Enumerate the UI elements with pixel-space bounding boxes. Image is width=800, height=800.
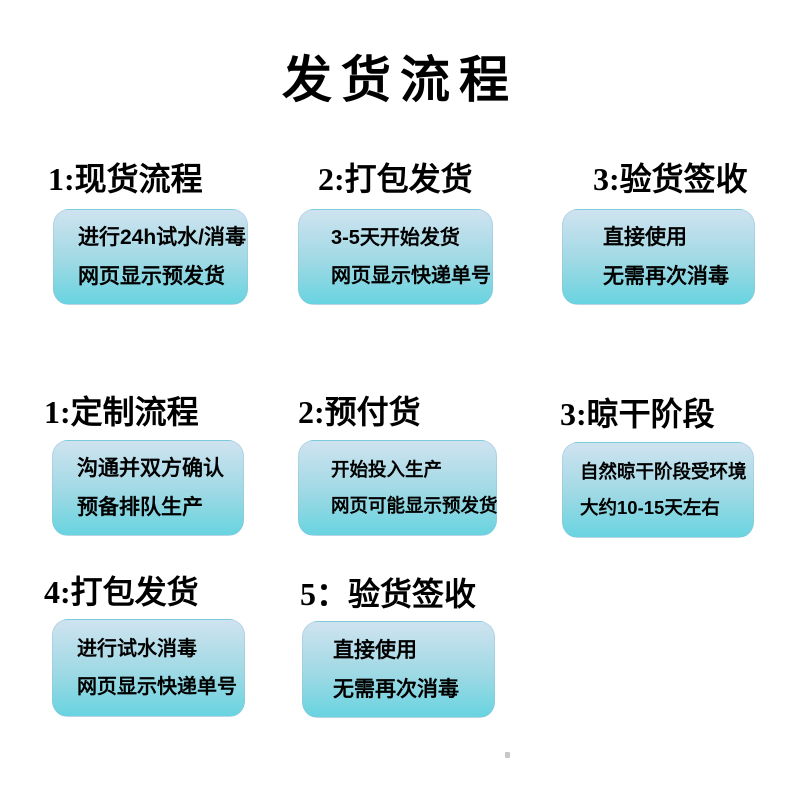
process-step-line: 进行试水消毒 bbox=[77, 638, 197, 660]
process-step-line: 进行24h试水/消毒 bbox=[78, 226, 247, 249]
section-inspect-sign: 3:验货签收 直接使用 无需再次消毒 bbox=[562, 161, 755, 305]
process-box: 进行试水消毒 网页显示快递单号 bbox=[52, 619, 245, 717]
section-header: 5：验货签收 bbox=[300, 576, 477, 612]
process-step-line: 无需再次消毒 bbox=[603, 265, 729, 288]
process-box: 进行24h试水/消毒 网页显示预发货 bbox=[53, 209, 248, 305]
process-step-line: 预备排队生产 bbox=[77, 496, 203, 519]
process-step-line: 3-5天开始发货 bbox=[331, 227, 460, 249]
section-header: 3:验货签收 bbox=[593, 161, 748, 197]
section-header: 2:打包发货 bbox=[318, 161, 473, 197]
process-box: 直接使用 无需再次消毒 bbox=[302, 621, 495, 718]
process-box: 沟通并双方确认 预备排队生产 bbox=[52, 440, 244, 536]
section-pack-ship-2: 4:打包发货 进行试水消毒 网页显示快递单号 bbox=[44, 574, 245, 717]
process-step-line: 网页显示预发货 bbox=[78, 265, 225, 288]
process-box: 开始投入生产 网页可能显示预发货 bbox=[298, 440, 498, 536]
process-step-line: 网页显示快递单号 bbox=[77, 676, 237, 698]
section-header: 2:预付货 bbox=[298, 394, 421, 430]
section-spot-goods-flow: 1:现货流程 进行24h试水/消毒 网页显示预发货 bbox=[48, 161, 248, 305]
section-inspect-sign-2: 5：验货签收 直接使用 无需再次消毒 bbox=[300, 576, 495, 718]
process-box: 自然晾干阶段受环境 大约10-15天左右 bbox=[562, 442, 754, 538]
section-header: 4:打包发货 bbox=[44, 574, 199, 610]
section-header: 1:现货流程 bbox=[48, 161, 203, 197]
stray-mark bbox=[505, 752, 510, 758]
section-custom-flow: 1:定制流程 沟通并双方确认 预备排队生产 bbox=[44, 394, 244, 536]
page-title: 发货流程 bbox=[282, 52, 518, 108]
process-step-line: 沟通并双方确认 bbox=[77, 457, 224, 480]
section-pack-ship: 2:打包发货 3-5天开始发货 网页显示快递单号 bbox=[298, 161, 493, 305]
section-prepay: 2:预付货 开始投入生产 网页可能显示预发货 bbox=[298, 394, 498, 536]
process-step-line: 网页可能显示预发货 bbox=[331, 495, 498, 516]
process-step-line: 直接使用 bbox=[333, 638, 417, 662]
process-step-line: 大约10-15天左右 bbox=[580, 497, 720, 518]
process-step-line: 网页显示快递单号 bbox=[331, 265, 491, 287]
process-box: 直接使用 无需再次消毒 bbox=[562, 209, 755, 305]
process-step-line: 无需再次消毒 bbox=[333, 677, 459, 701]
process-step-line: 开始投入生产 bbox=[331, 458, 443, 480]
process-step-line: 直接使用 bbox=[603, 226, 687, 249]
section-drying-stage: 3:晾干阶段 自然晾干阶段受环境 大约10-15天左右 bbox=[560, 396, 754, 538]
section-header: 1:定制流程 bbox=[44, 394, 199, 430]
section-header: 3:晾干阶段 bbox=[560, 396, 715, 432]
process-box: 3-5天开始发货 网页显示快递单号 bbox=[298, 209, 493, 305]
process-step-line: 自然晾干阶段受环境 bbox=[580, 460, 747, 482]
